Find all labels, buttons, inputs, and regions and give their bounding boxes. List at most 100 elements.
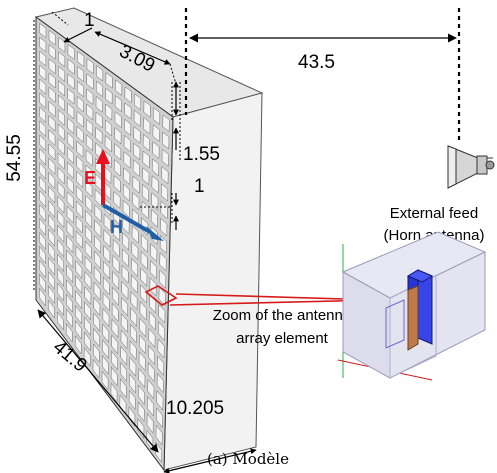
dim-cell-gap-label: 1.55 [183, 144, 220, 165]
array-cell [48, 157, 56, 175]
dim-array-height-label: 54.55 [4, 134, 25, 182]
array-cell [67, 102, 75, 120]
array-cell [159, 252, 167, 272]
figure-caption: (a) Modèle [207, 450, 289, 468]
array-cell [39, 78, 47, 95]
array-cell [39, 217, 46, 236]
array-cell [48, 270, 55, 290]
array-cell [57, 195, 65, 214]
array-cell [39, 50, 47, 67]
array-cell [123, 167, 131, 186]
array-cell [112, 270, 120, 290]
array-cell [112, 254, 120, 274]
array-cell [139, 284, 147, 304]
array-cell [48, 200, 56, 218]
feed-label-line1: External feed [390, 205, 478, 222]
array-cell [114, 95, 122, 113]
zoomed-antenna-element [337, 231, 487, 381]
array-cell [66, 190, 74, 209]
array-cell [66, 264, 74, 284]
array-cell [39, 134, 47, 152]
array-cell [112, 238, 120, 258]
array-cell [113, 174, 121, 193]
array-cell [57, 267, 64, 287]
array-cell [142, 150, 150, 169]
array-cell [48, 185, 56, 204]
array-cell [84, 286, 92, 306]
array-cell [57, 239, 65, 258]
array-cell [76, 95, 84, 113]
array-cell [86, 88, 94, 106]
array-cell [84, 240, 92, 260]
array-cell [76, 155, 84, 174]
array-cell [76, 185, 83, 204]
array-cell [76, 140, 84, 158]
e-field-label: E [84, 168, 96, 188]
zoom-marker [144, 285, 178, 306]
array-cell [95, 95, 103, 113]
array-cell [57, 94, 65, 112]
array-cell [39, 245, 46, 265]
array-cell [103, 260, 111, 280]
array-cell [86, 73, 94, 90]
array-cell [76, 125, 84, 143]
dim-cell-gap: 1.55 [171, 81, 220, 165]
array-cell [95, 126, 103, 145]
array-cell [94, 235, 102, 254]
array-cell [75, 200, 83, 219]
array-cell [124, 118, 132, 136]
array-cell [67, 132, 75, 150]
array-cell [104, 119, 113, 137]
array-cell [151, 175, 159, 194]
dim-distance-to-feed: 43.5 [184, 8, 461, 140]
array-cell [123, 134, 131, 153]
array-cell [57, 181, 65, 200]
array-cell [66, 220, 74, 239]
array-cell [85, 179, 93, 198]
array-cell [121, 280, 129, 301]
array-cell [161, 166, 169, 185]
array-cell [57, 166, 65, 185]
array-cell [66, 249, 74, 269]
array-cell [66, 176, 74, 194]
array-cell [48, 171, 56, 190]
array-cell [114, 127, 122, 145]
array-cell [57, 109, 65, 126]
array-cell [58, 80, 65, 97]
array-cell [143, 100, 151, 118]
array-cell [48, 256, 55, 276]
array-cell [160, 183, 169, 202]
array-cell [94, 204, 102, 223]
array-cell [141, 200, 149, 220]
array-cell [134, 93, 142, 111]
array-cell [104, 134, 112, 153]
array-cell [39, 106, 47, 123]
array-cell [152, 124, 160, 142]
array-cell [75, 215, 83, 234]
array-cell [75, 245, 83, 264]
array-cell [123, 151, 131, 169]
array-cell [94, 219, 102, 239]
array-cell [150, 209, 158, 228]
array-cell [86, 118, 94, 136]
dim-array-height: 54.55 [4, 20, 35, 292]
array-cell [75, 290, 82, 310]
array-cell [93, 281, 101, 301]
array-cell [115, 79, 123, 96]
array-cell [151, 192, 159, 211]
array-cell [57, 152, 65, 170]
field-vectors: E H [84, 149, 164, 241]
dim-array-depth-label: 10.205 [166, 398, 224, 419]
array-cell [130, 274, 138, 294]
array-cell [131, 241, 139, 261]
array-cell [57, 210, 65, 229]
dim-cell-thickness: 1 [51, 10, 95, 43]
array-cell [142, 167, 150, 186]
array-cell [57, 224, 65, 243]
array-cell [67, 73, 75, 90]
array-cell [39, 92, 47, 109]
array-cell [151, 158, 160, 177]
array-cell [85, 194, 93, 213]
array-cell [48, 58, 56, 75]
